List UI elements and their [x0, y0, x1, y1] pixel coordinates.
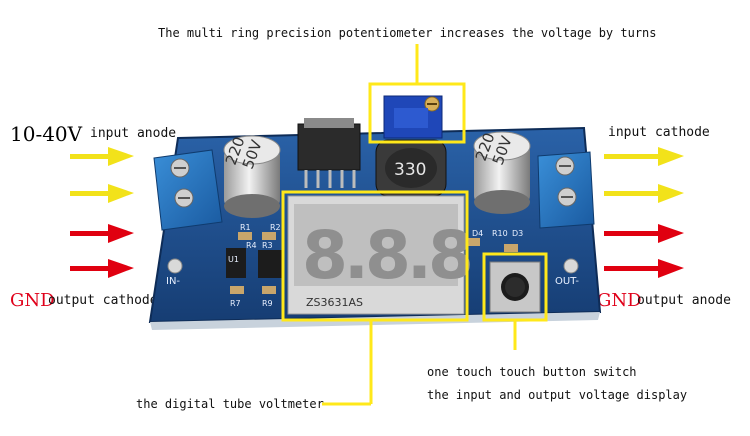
regulator-ic: [297, 118, 361, 188]
silk-r1: R1: [240, 223, 251, 232]
silk-in: IN-: [166, 276, 180, 287]
gnd-left-label: GND: [10, 290, 55, 311]
voltmeter-caption: the digital tube voltmeter: [136, 397, 324, 411]
silk-r9: R9: [262, 299, 273, 308]
arrow-output-anode: [604, 224, 684, 243]
potentiometer-caption: The multi ring precision potentiometer i…: [158, 26, 657, 40]
display-digits: 8.8.8: [302, 217, 470, 294]
push-button: [489, 261, 541, 313]
seven-segment-display: 8.8.8 ZS3631AS: [287, 195, 474, 315]
arrow-input-anode-2: [70, 184, 134, 203]
left-capacitor: 220 50V: [222, 134, 281, 218]
silk-u1: U1: [228, 255, 239, 264]
input-terminal-block: [153, 149, 223, 231]
input-cathode-label: input cathode: [608, 125, 710, 140]
right-capacitor: 220 50V: [472, 130, 531, 214]
display-frame: [281, 190, 469, 322]
arrow-input-cathode: [604, 147, 684, 166]
right-arrows: [604, 147, 684, 278]
inductor-code: 330: [394, 160, 426, 180]
voltage-range-label: 10-40V: [10, 122, 83, 146]
silk-r2: R2: [270, 223, 281, 232]
output-cathode-label: output cathode: [48, 293, 158, 308]
arrow-output-anode-2: [604, 259, 684, 278]
silk-out: OUT-: [555, 276, 579, 287]
arrow-output-cathode-2: [70, 259, 134, 278]
display-caption: the input and output voltage display: [427, 388, 688, 402]
button-caption: one touch touch button switch: [427, 365, 637, 379]
gnd-right-label: GND: [597, 290, 642, 311]
annotation-frames: [281, 44, 548, 406]
left-arrows: [70, 147, 134, 278]
arrow-input-cathode-2: [604, 184, 684, 203]
silk-r4: R4: [246, 241, 257, 250]
silk-d4: D4: [472, 229, 483, 238]
smd-components: [226, 232, 518, 294]
output-terminal-block: [537, 151, 595, 229]
silkscreen-labels: R1 R2 R3 R4 R7 R9 U1 D4 R10 D3 IN- OUT-: [166, 223, 579, 308]
arrow-output-cathode: [70, 224, 134, 243]
output-anode-label: output anode: [637, 293, 731, 308]
silk-d3: D3: [512, 229, 523, 238]
arrow-input-anode: [70, 147, 134, 166]
inductor: 330: [375, 139, 447, 197]
potentiometer: [383, 95, 443, 139]
input-anode-label: input anode: [90, 126, 177, 141]
silk-r3: R3: [262, 241, 273, 250]
silk-r7: R7: [230, 299, 241, 308]
silk-r10: R10: [492, 229, 508, 238]
display-part-number: ZS3631AS: [306, 296, 363, 309]
